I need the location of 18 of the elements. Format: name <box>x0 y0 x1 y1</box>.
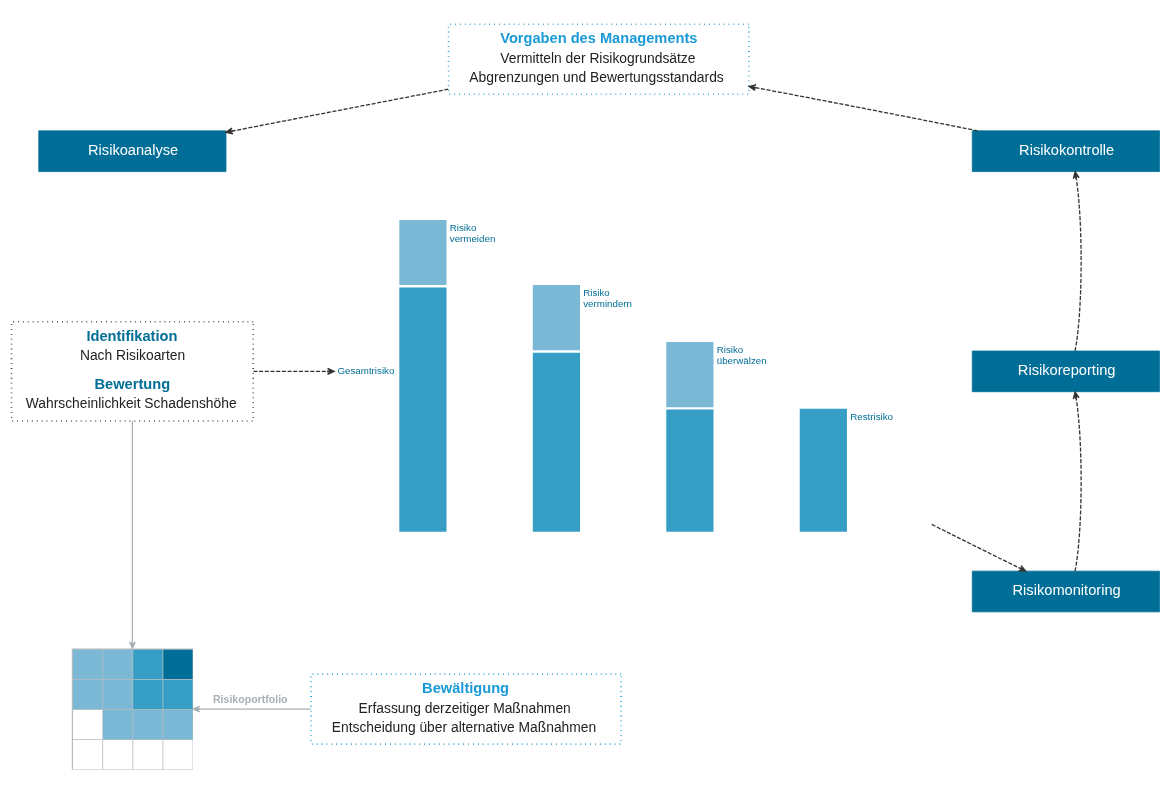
node-box: Identifikation Nach Risikoarten Bewertung Wahrscheinlichkeit Schadenshöhe <box>10 320 255 422</box>
arrow <box>225 88 449 135</box>
node-box: Risikomonitoring <box>971 570 1160 613</box>
arrow <box>192 705 312 713</box>
arrow <box>1072 171 1082 352</box>
arrow <box>252 367 335 375</box>
node-box: Risikokontrolle <box>971 130 1160 172</box>
edge-label: Risikoportfolio <box>212 692 288 705</box>
node-label: Restrisiko <box>850 410 894 422</box>
arrow <box>931 523 1027 572</box>
node-box: Bewältigung Erfassung derzeitiger Maßnahmen Entscheidung über alternative Maßnahmen <box>310 673 622 745</box>
node-box: Risikoanalyse <box>38 130 227 172</box>
node-box: Vorgaben des Managements Vermitteln der Risikogrundsätze Abgrenzungen und Bewertungsstandards <box>447 23 750 96</box>
arrow <box>1072 391 1082 572</box>
node-label: Gesamtrisiko <box>337 365 395 377</box>
arrow <box>748 84 979 132</box>
arrow <box>128 420 136 649</box>
node-box: Risikoreporting <box>971 350 1160 393</box>
